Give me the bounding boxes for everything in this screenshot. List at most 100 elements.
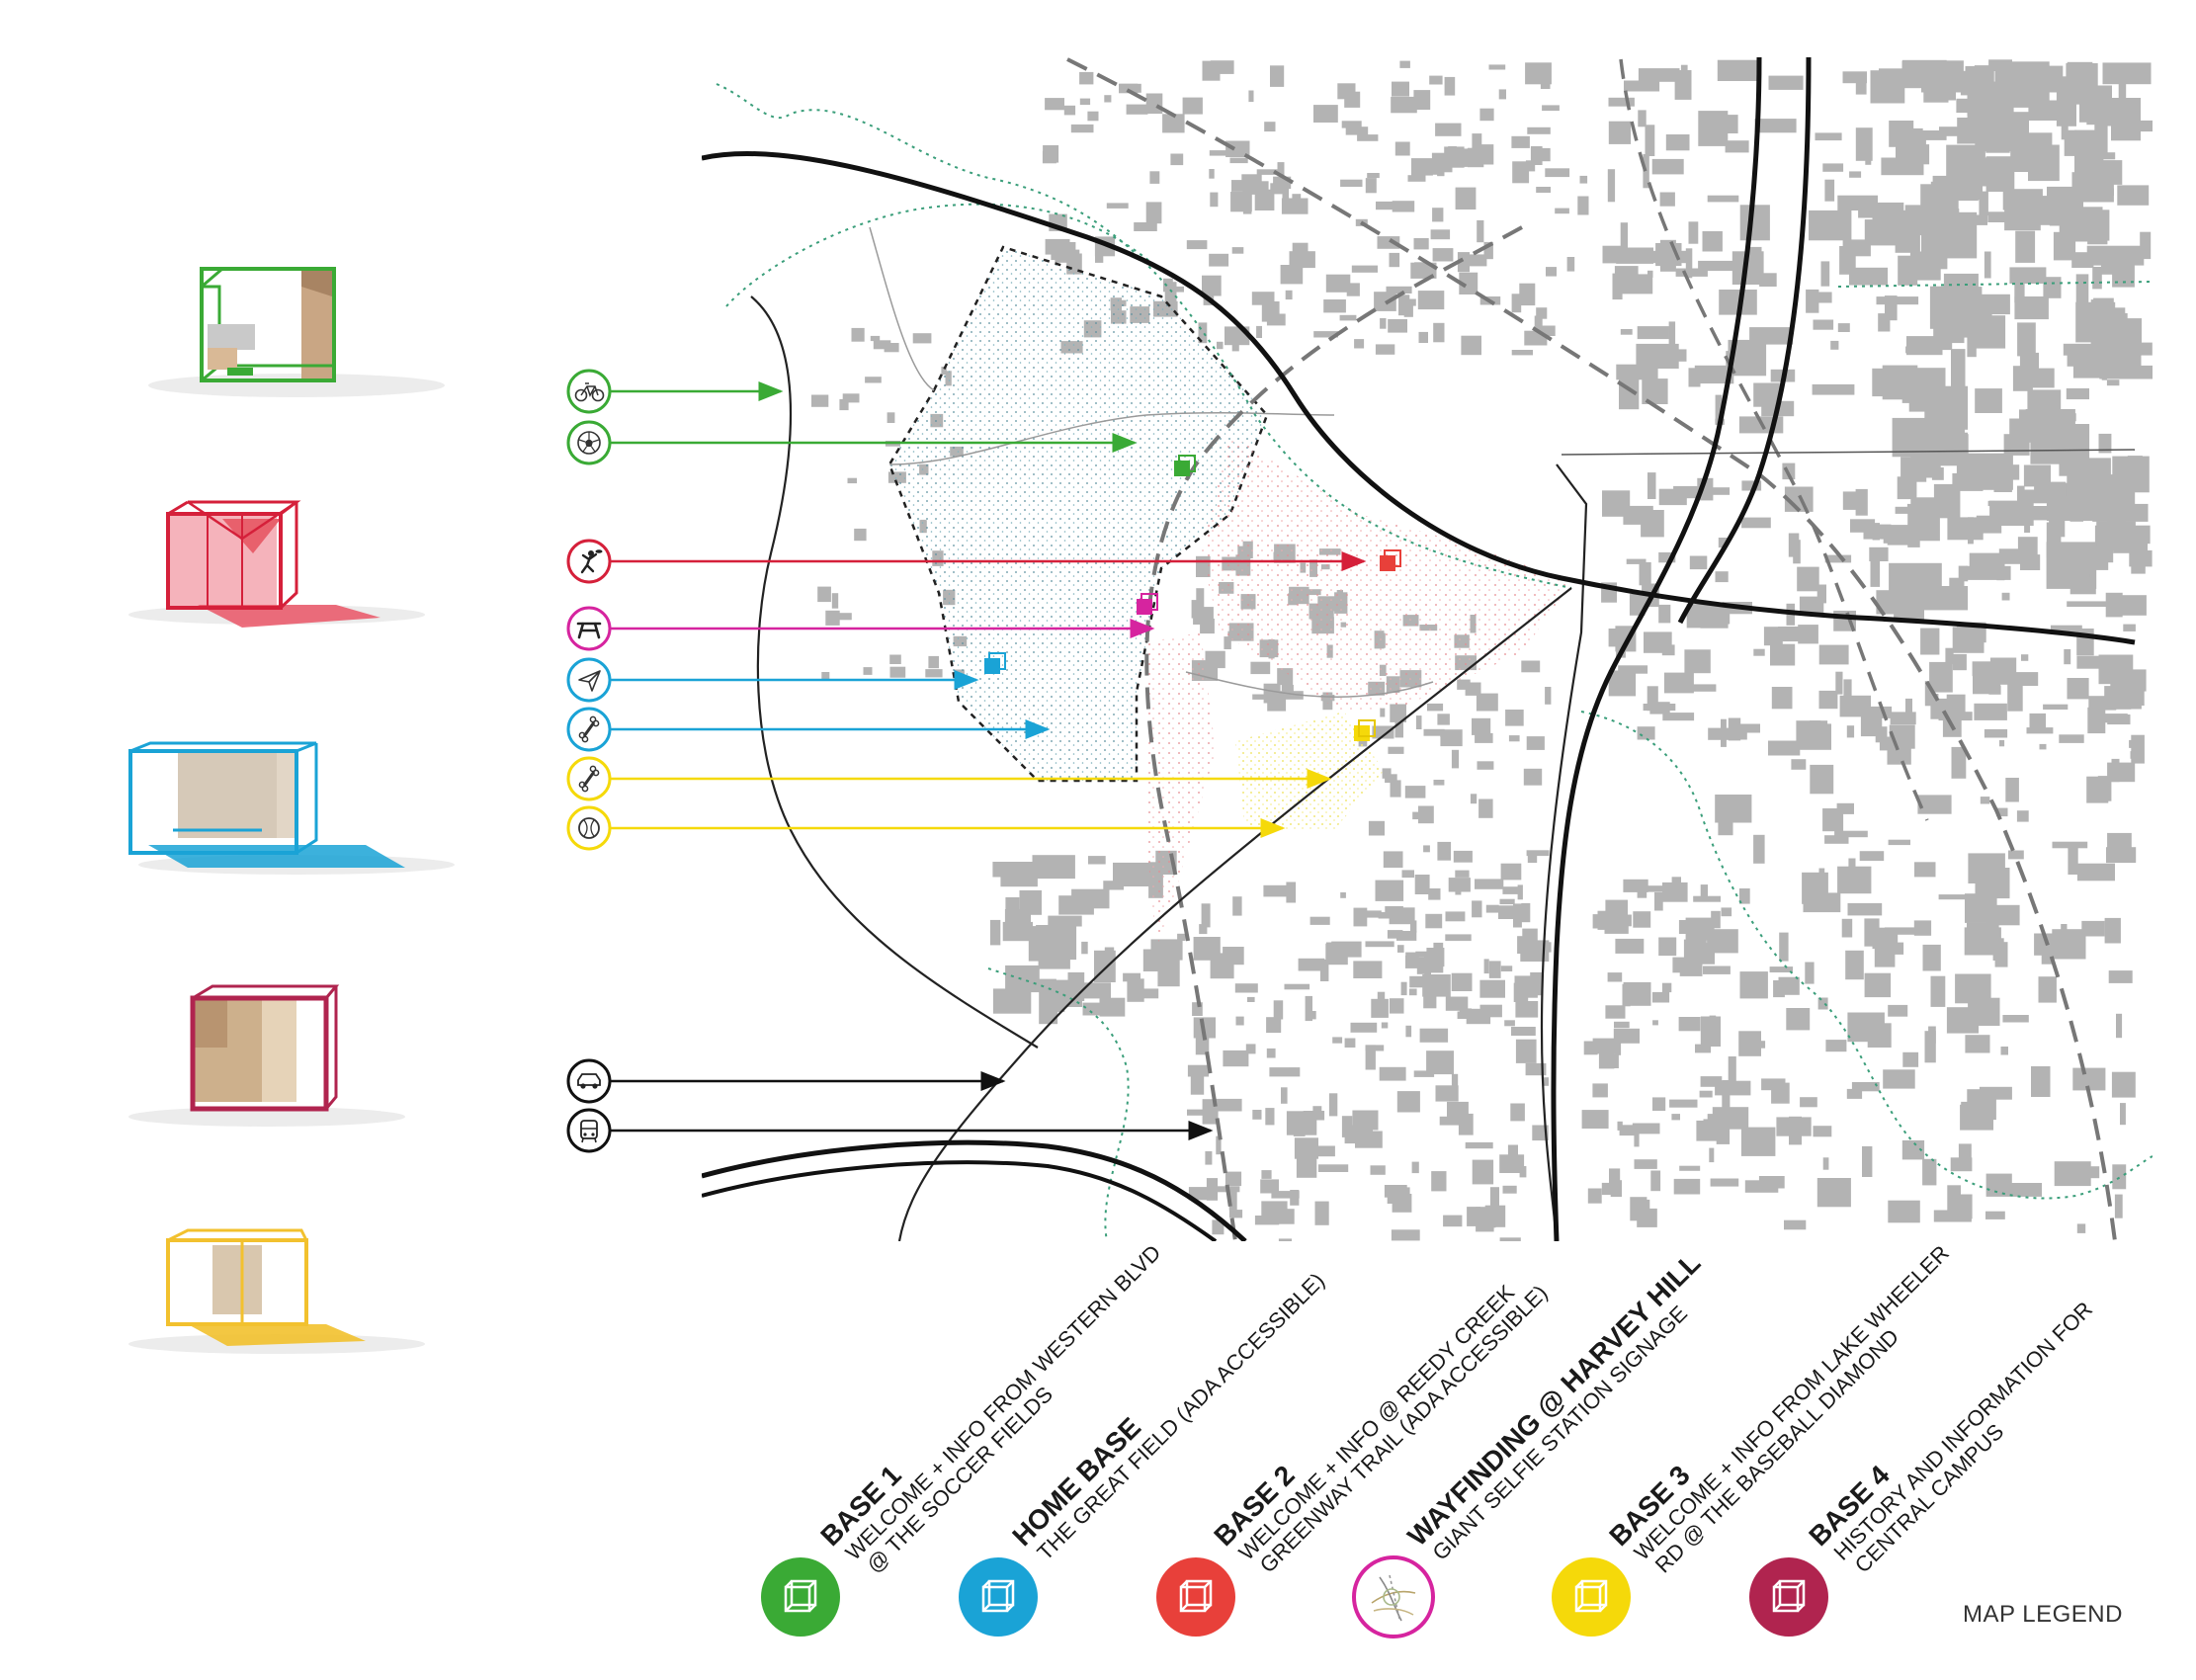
legend-marker-base-2[interactable] [1156, 1557, 1235, 1637]
building-footprint [1170, 153, 1184, 166]
building-footprint [2064, 129, 2077, 156]
building-footprint [1813, 319, 1834, 330]
building-footprint [1437, 841, 1452, 861]
building-footprint [1260, 1179, 1279, 1194]
building-footprints [811, 59, 2153, 1241]
building-footprint [1386, 286, 1412, 294]
building-footprint [1303, 1111, 1325, 1121]
bicycle-icon[interactable] [566, 369, 612, 414]
building-footprint [1266, 1017, 1282, 1034]
building-footprint [1429, 75, 1443, 85]
building-footprint [1678, 1017, 1701, 1032]
building-footprint [1500, 863, 1522, 881]
legend-marker-base-1[interactable] [761, 1557, 840, 1637]
building-footprint [1896, 144, 1930, 165]
railroad-dashed [1066, 57, 2117, 1241]
building-footprint [1195, 1035, 1210, 1055]
building-footprint [1946, 694, 1966, 720]
building-footprint [1581, 1110, 1609, 1129]
baseball-icon[interactable] [566, 805, 612, 851]
building-footprint [1457, 1011, 1474, 1019]
home-base-marker[interactable] [984, 652, 1006, 674]
building-footprint [2028, 144, 2060, 182]
building-footprint [1884, 927, 1921, 935]
soccer-ball-icon[interactable] [566, 420, 612, 465]
building-footprint [1209, 150, 1226, 156]
building-footprint [1242, 181, 1269, 195]
building-footprint [1728, 717, 1741, 741]
building-footprint [1070, 124, 1094, 133]
legend-marker-base-4[interactable] [1749, 1557, 1828, 1637]
picnic-table-icon[interactable] [566, 606, 612, 651]
dog-bone-icon[interactable] [566, 756, 612, 801]
building-footprint [1340, 179, 1363, 187]
building-footprint [1618, 665, 1648, 674]
building-footprint [2064, 648, 2071, 665]
building-footprint [1825, 1040, 1847, 1052]
building-footprint [1608, 121, 1632, 144]
building-footprint [1773, 980, 1785, 998]
building-footprint [1350, 1022, 1378, 1033]
building-footprint [2052, 841, 2088, 849]
dog-bone-icon[interactable] [566, 707, 612, 752]
building-footprint [1951, 349, 1966, 387]
building-footprint [1949, 577, 1965, 588]
building-footprint [1445, 911, 1466, 922]
cube-icon [784, 1579, 817, 1613]
building-footprint [2069, 81, 2081, 100]
building-footprint [1182, 97, 1203, 115]
building-footprint [1079, 98, 1091, 106]
building-footprint [1639, 561, 1651, 586]
building-footprint [1477, 761, 1494, 770]
building-footprint [1779, 932, 1789, 962]
wayfinding-marker[interactable] [1137, 593, 1158, 615]
building-footprint [1738, 888, 1750, 904]
frisbee-player-icon[interactable] [566, 539, 612, 584]
building-footprint [1418, 331, 1428, 343]
legend-marker-wayfinding[interactable] [1352, 1555, 1435, 1638]
building-footprint [1878, 313, 1891, 332]
building-footprint [1633, 911, 1651, 928]
building-footprint [2098, 433, 2112, 454]
building-footprint [1577, 196, 1589, 215]
bus-icon[interactable] [566, 1108, 612, 1153]
building-footprint [1451, 972, 1473, 991]
building-footprint [1187, 1109, 1217, 1116]
building-footprint [1341, 121, 1362, 128]
base-1-marker[interactable] [1174, 455, 1196, 476]
legend-marker-home-base[interactable] [959, 1557, 1038, 1637]
building-footprint [2014, 296, 2049, 320]
building-footprint [1771, 687, 1793, 710]
building-footprint [1938, 894, 1977, 900]
building-footprint [1145, 93, 1163, 115]
map-legend: BASE 1 WELCOME + INFO FROM WESTERN BLVD … [761, 1240, 2097, 1638]
building-footprint [1365, 1045, 1376, 1070]
building-footprint [1472, 900, 1482, 918]
building-footprint [1984, 728, 2008, 738]
building-footprint [1739, 205, 1770, 241]
building-footprint [1435, 123, 1462, 136]
building-footprint [2050, 625, 2082, 632]
building-footprint [2140, 231, 2152, 260]
building-footprint [1247, 996, 1255, 1002]
car-icon[interactable] [566, 1058, 612, 1104]
building-footprint [1968, 517, 1974, 545]
building-footprint [1419, 1028, 1449, 1043]
base-2-marker[interactable] [1380, 549, 1401, 571]
building-footprint [1241, 174, 1262, 184]
legend-marker-base-3[interactable] [1552, 1557, 1631, 1637]
building-footprint [1408, 988, 1417, 996]
building-footprint [2099, 530, 2121, 550]
paper-plane-icon[interactable] [566, 657, 612, 703]
building-footprint [1308, 1011, 1316, 1020]
building-footprint [2021, 654, 2029, 661]
building-footprint [1604, 917, 1629, 934]
greenway-line [716, 83, 1572, 589]
building-footprint [1913, 501, 1940, 508]
building-footprint [1511, 350, 1533, 356]
building-footprint [2009, 1183, 2042, 1197]
base-3-marker[interactable] [1354, 719, 1376, 741]
building-footprint [2123, 624, 2136, 631]
building-footprint [1961, 1101, 1969, 1124]
building-footprint [1407, 175, 1426, 182]
